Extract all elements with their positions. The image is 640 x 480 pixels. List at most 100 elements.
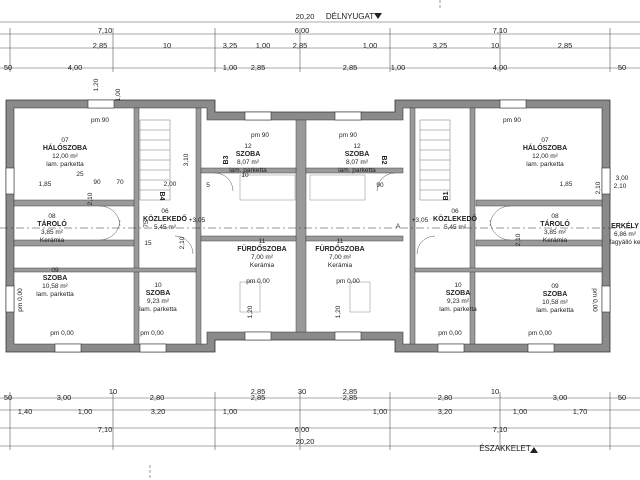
top-dimension: 2,85 (558, 41, 573, 50)
room-name: SZOBA (345, 151, 370, 158)
room-floor: lam. parketta (46, 161, 84, 168)
top-dimension: 2,85 (293, 41, 308, 50)
bottom-dimension: 3,00 (553, 393, 568, 402)
inner-dimension: 2,00 (164, 181, 177, 188)
inner-dimension: 1,20 (93, 78, 100, 91)
inner-dimension: 2,10 (179, 236, 186, 249)
room-name: FÜRDŐSZOBA (315, 244, 364, 253)
bottom-dimension: 2,85 (343, 387, 358, 396)
room-name: SZOBA (146, 290, 171, 297)
bottom-dimension: 3,20 (151, 407, 166, 416)
inner-dimension: 3,10 (183, 153, 190, 166)
bottom-dimension: 2,80 (438, 393, 453, 402)
top-dimension: 3,25 (433, 41, 448, 50)
room-area: 7,00 m² (251, 254, 274, 261)
bottom-dimension: 50 (4, 393, 12, 402)
door-swings (99, 172, 511, 255)
bottom-dimension: 2,85 (343, 393, 358, 402)
room-number: 09 (51, 267, 59, 274)
sill-height-label: pm 90 (251, 132, 269, 139)
room-area: 5,45 m² (444, 224, 467, 231)
room-floor: lam. parketta (338, 167, 376, 174)
balcony-name: ERKÉLY (611, 221, 639, 230)
bottom-total-dimension: 20,20 (296, 437, 315, 446)
bottom-dimension: 2,85 (251, 393, 266, 402)
room-number: 11 (337, 238, 344, 245)
bottom-dimension: 7,10 (98, 425, 113, 434)
bottom-dimension: 1,00 (373, 407, 388, 416)
bottom-dimension: 30 (298, 387, 306, 396)
room-number: 06 (451, 208, 459, 215)
room-area: 12,00 m² (52, 153, 78, 160)
inner-dimension: 3,00 (616, 175, 629, 182)
room-number: 10 (454, 282, 462, 289)
top-dimension: 7,10 (493, 26, 508, 35)
sill-height-label: pm 0,00 (140, 330, 164, 337)
level-marker: +3,05 (412, 217, 429, 224)
balcony-area: 6,86 m² (614, 231, 637, 238)
north-direction-label: DÉLNYUGAT (326, 12, 374, 21)
sill-height-label: pm 0,00 (591, 288, 598, 312)
sill-height-label: pm 0,00 (50, 330, 74, 337)
bottom-dimension: 10 (491, 387, 499, 396)
sill-height-label: pm 0,00 (246, 278, 270, 285)
room-area: 8,07 m² (346, 159, 369, 166)
sill-height-label: pm 0,00 (528, 330, 552, 337)
bottom-dimension: 2,80 (150, 393, 165, 402)
room-name: SZOBA (543, 291, 568, 298)
point-marker-a: A (396, 223, 401, 230)
top-dimension: 50 (618, 63, 626, 72)
section-marker-b3: B3 (223, 155, 230, 164)
top-dimension: 7,10 (98, 26, 113, 35)
sill-height-label: pm 0,00 (438, 330, 462, 337)
inner-dimension: 2,10 (515, 233, 522, 246)
outer-walls (5, 99, 611, 353)
room-area: 12,00 m² (532, 153, 558, 160)
room-floor: lam. parketta (536, 307, 574, 314)
windows (5, 99, 611, 353)
top-dimension: 2,85 (251, 63, 266, 72)
top-dimension: 2,85 (93, 41, 108, 50)
bottom-dimension: 1,40 (18, 407, 33, 416)
room-area: 9,23 m² (447, 298, 470, 305)
room-name: HÁLÓSZOBA (43, 143, 87, 152)
sill-height-label: pm 0,00 (336, 278, 360, 285)
top-dimension: 3,25 (223, 41, 238, 50)
inner-dimension: 75 (143, 220, 150, 228)
top-dimension: 4,00 (493, 63, 508, 72)
south-direction-label: ÉSZAKKELET (479, 444, 531, 453)
sill-height-label: pm 0,00 (17, 288, 24, 312)
inner-dimension: 2,10 (595, 181, 602, 194)
sill-height-label: pm 90 (339, 132, 357, 139)
bottom-dimension: 10 (109, 387, 117, 396)
inner-dimension: 25 (76, 171, 84, 178)
room-number: 07 (541, 137, 549, 144)
top-dimension: 1,00 (256, 41, 271, 50)
inner-dimension: 15 (144, 240, 152, 247)
inner-dimension: 90 (93, 179, 101, 186)
room-floor: lam. parketta (139, 306, 177, 313)
room-name: SZOBA (446, 290, 471, 297)
direction-arrows (374, 13, 538, 453)
room-name: SZOBA (43, 275, 68, 282)
inner-dimension: 1,85 (560, 181, 573, 188)
inner-dimension: 2,10 (87, 192, 94, 205)
inner-dimension: 90 (376, 182, 384, 189)
room-area: 3,85 m² (41, 229, 64, 236)
bottom-dimension: 3,20 (438, 407, 453, 416)
room-floor: Kerámia (543, 237, 568, 244)
top-total-dimension: 20,20 (296, 12, 315, 21)
room-number: 08 (551, 213, 559, 220)
inner-dimension: 2,10 (614, 183, 627, 190)
inner-dimension: 1,20 (335, 305, 342, 318)
sill-height-label: pm 90 (91, 117, 109, 124)
top-dimension: 10 (491, 41, 499, 50)
bottom-dimension: 1,70 (573, 407, 588, 416)
room-number: 09 (551, 283, 559, 290)
top-dimension: 10 (163, 41, 171, 50)
top-dimension: 50 (4, 63, 12, 72)
inner-dimension: 70 (116, 179, 124, 186)
